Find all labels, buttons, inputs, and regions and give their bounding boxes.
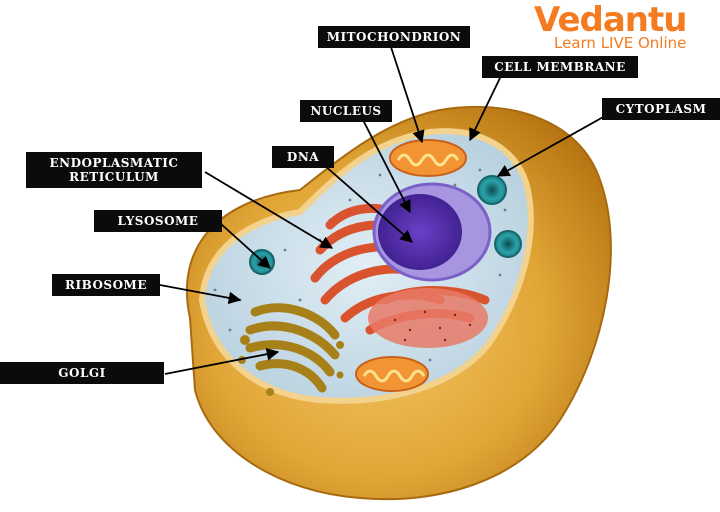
label-mitochondrion-text: MITOCHONDRION bbox=[326, 30, 462, 44]
label-nucleus: NUCLEUS bbox=[300, 100, 392, 122]
label-nucleus-text: NUCLEUS bbox=[310, 104, 382, 118]
nucleolus bbox=[378, 194, 462, 270]
smooth-er bbox=[368, 288, 488, 348]
label-er-line1: ENDOPLASMATIC bbox=[49, 156, 179, 170]
lysosome-2 bbox=[477, 175, 507, 205]
label-cytoplasm-text: CYTOPLASM bbox=[615, 102, 707, 116]
mitochondrion bbox=[389, 139, 467, 177]
label-lysosome-text: LYSOSOME bbox=[117, 214, 199, 228]
golgi-apparatus bbox=[245, 303, 340, 393]
label-cytoplasm: CYTOPLASM bbox=[602, 98, 720, 120]
label-er-line2: RETICULUM bbox=[69, 170, 159, 184]
label-lysosome: LYSOSOME bbox=[94, 210, 222, 232]
brand-logo-name: Vedantu bbox=[534, 0, 687, 40]
label-cell-membrane: CELL MEMBRANE bbox=[482, 56, 638, 78]
label-golgi: GOLGI bbox=[0, 362, 164, 384]
label-endoplasmatic-reticulum: ENDOPLASMATIC RETICULUM bbox=[26, 152, 202, 188]
mitochondrion-lower bbox=[355, 356, 429, 392]
label-dna: DNA bbox=[272, 146, 334, 168]
lysosome-3 bbox=[494, 230, 522, 258]
label-golgi-text: GOLGI bbox=[58, 366, 106, 380]
annotation-arrows bbox=[159, 43, 606, 375]
label-dna-text: DNA bbox=[286, 150, 320, 164]
label-ribosome-text: RIBOSOME bbox=[65, 278, 147, 292]
label-cell-membrane-text: CELL MEMBRANE bbox=[494, 60, 626, 74]
label-mitochondrion: MITOCHONDRION bbox=[318, 26, 470, 48]
brand-tagline: Learn LIVE Online bbox=[554, 34, 687, 52]
label-ribosome: RIBOSOME bbox=[52, 274, 160, 296]
